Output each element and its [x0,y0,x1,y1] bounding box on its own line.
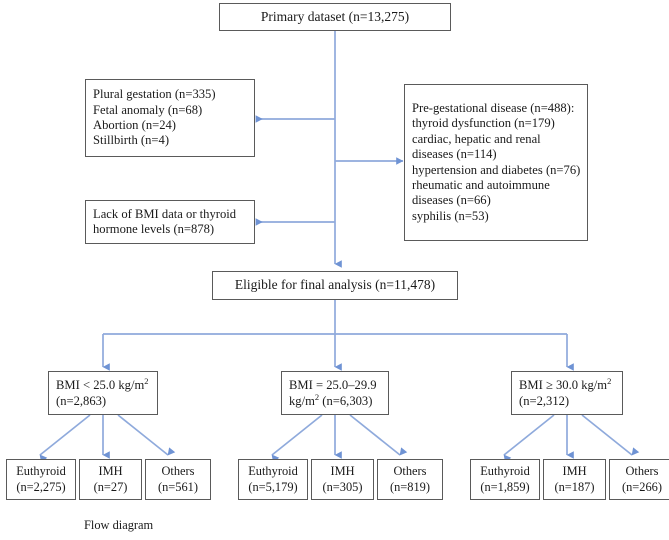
obstetric-exclusion-line-3: Abortion (n=24) [93,118,177,132]
primary-dataset-box: Primary dataset (n=13,275) [219,3,451,31]
leaf-g1-imh-name: IMH [98,463,123,478]
obstetric-exclusion-line-4: Stillbirth (n=4) [93,133,170,148]
bmi-group-3-line-1: BMI ≥ 30.0 kg/m2 [519,375,612,392]
leaf-g2-others-name: Others [393,463,427,478]
leaf-g1-others-name: Others [161,463,195,478]
pregestational-line-7: diseases (n=66) [412,193,491,208]
leaf-g3-imh-name: IMH [562,463,587,478]
eligible-label: Eligible for final analysis (n=11,478) [234,277,436,293]
leaf-g3-imh-count: (n=187) [554,479,595,494]
connector-bmi3-to-euthyroid [503,414,555,463]
leaf-box-g1-imh: IMH (n=27) [79,459,142,500]
leaf-g2-imh-count: (n=305) [322,479,363,494]
pregestational-line-6: rheumatic and autoimmune [412,177,550,192]
obstetric-exclusion-line-1: Plural gestation (n=335) [93,87,216,102]
missing-data-line-1: Lack of BMI data or thyroid [93,206,237,221]
missing-data-line-2: hormone levels (n=878) [93,222,215,236]
leaf-g3-euthyroid-count: (n=1,859) [480,479,530,494]
pregestational-line-1: Pre-gestational disease (n=488): [412,101,575,116]
figure-caption: Flow diagram [84,518,154,532]
obstetric-exclusion-box: Plural gestation (n=335) Fetal anomaly (… [85,79,255,157]
pregestational-line-4: diseases (n=114) [412,147,497,162]
leaf-g2-imh-name: IMH [330,463,355,478]
leaf-g2-others-count: (n=819) [389,479,431,494]
leaf-g1-euthyroid-name: Euthyroid [16,463,66,478]
missing-data-exclusion-box: Lack of BMI data or thyroid hormone leve… [85,200,255,244]
connector-bmi2-to-others [349,414,408,456]
leaf-box-g2-others: Others (n=819) [377,459,443,500]
bmi-group-2-line-1: BMI = 25.0–29.9 [289,377,377,392]
pregestational-line-3: cardiac, hepatic and renal [412,131,541,146]
bmi-group-2-line-2: kg/m2 (n=6,303) [289,391,373,408]
leaf-g3-others-name: Others [625,463,659,478]
leaf-g1-euthyroid-count: (n=2,275) [16,479,66,494]
leaf-box-g1-euthyroid: Euthyroid (n=2,275) [6,459,76,500]
connector-bmi2-to-euthyroid [271,414,323,463]
primary-dataset-label: Primary dataset (n=13,275) [260,8,410,24]
leaf-box-g3-others: Others (n=266) [609,459,669,500]
leaf-g3-others-count: (n=266) [621,479,663,494]
leaf-g2-euthyroid-count: (n=5,179) [248,479,298,494]
bmi-group-1-line-1: BMI < 25.0 kg/m2 [56,375,149,392]
connector-bmi3-to-others [581,414,640,456]
bmi-group-box-3: BMI ≥ 30.0 kg/m2 (n=2,312) [511,371,623,415]
leaf-box-g3-imh: IMH (n=187) [543,459,606,500]
leaf-g1-others-count: (n=561) [157,479,199,494]
bmi-group-box-2: BMI = 25.0–29.9 kg/m2 (n=6,303) [281,371,389,415]
leaf-box-g2-euthyroid: Euthyroid (n=5,179) [238,459,308,500]
pregestational-line-8: syphilis (n=53) [412,208,489,223]
obstetric-exclusion-line-2: Fetal anomaly (n=68) [93,102,203,117]
leaf-g2-euthyroid-name: Euthyroid [248,463,298,478]
pregestational-exclusion-box: Pre-gestational disease (n=488): thyroid… [404,84,588,241]
bmi-group-3-line-2: (n=2,312) [519,394,570,408]
leaf-box-g3-euthyroid: Euthyroid (n=1,859) [470,459,540,500]
bmi-group-1-line-2: (n=2,863) [56,394,107,408]
leaf-box-g1-others: Others (n=561) [145,459,211,500]
pregestational-line-5: hypertension and diabetes (n=76) [412,162,581,177]
leaf-g1-imh-count: (n=27) [93,479,128,494]
connector-bmi1-to-euthyroid [39,414,91,463]
pregestational-line-2: thyroid dysfunction (n=179) [412,116,555,131]
leaf-g3-euthyroid-name: Euthyroid [480,463,530,478]
eligible-box: Eligible for final analysis (n=11,478) [212,271,458,300]
bmi-group-box-1: BMI < 25.0 kg/m2 (n=2,863) [48,371,158,415]
connector-bmi1-to-others [117,414,176,456]
leaf-box-g2-imh: IMH (n=305) [311,459,374,500]
